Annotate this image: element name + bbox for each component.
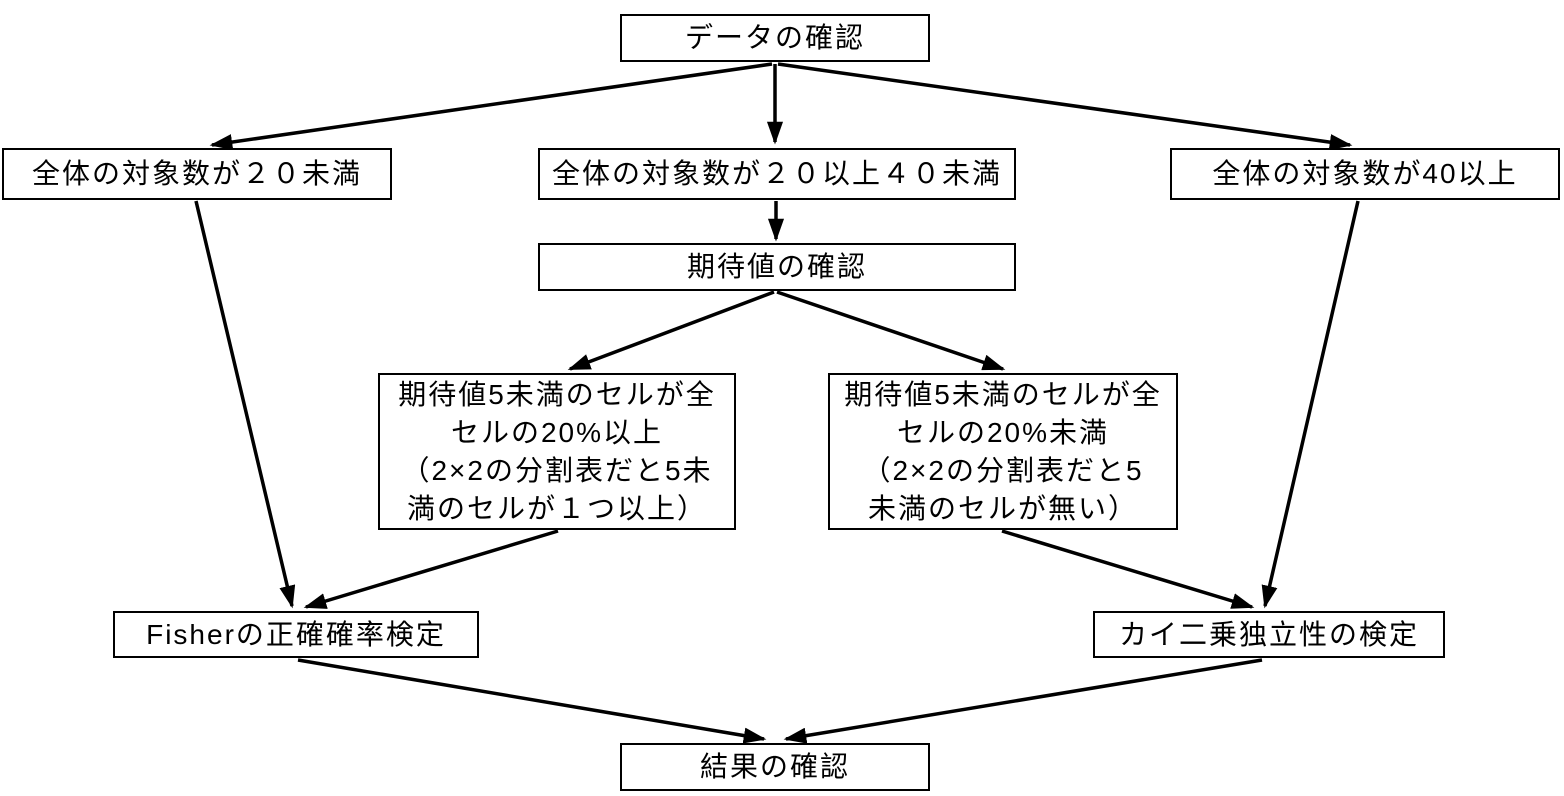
arrow-fisher-to-result <box>297 658 767 744</box>
node-fisher-test: Fisherの正確確率検定 <box>113 611 479 658</box>
arrow-data-check-to-total-lt-20 <box>209 62 773 151</box>
node-expected-check-label: 期待値の確認 <box>686 251 867 282</box>
arrow-expected-check-to-ge-20pct <box>567 290 775 371</box>
node-expected-ge-20pct-label: 期待値5未満のセルが全 セルの20%以上 （2×2の分割表だと5未 満のセルが１… <box>398 378 716 524</box>
node-total-ge-40-label: 全体の対象数が40以上 <box>1212 158 1518 189</box>
node-fisher-test-label: Fisherの正確確率検定 <box>146 618 446 650</box>
node-total-20-to-40-label: 全体の対象数が２０以上４０未満 <box>551 158 1002 189</box>
node-result-check: 結果の確認 <box>620 743 930 791</box>
node-data-check-label: データの確認 <box>684 22 865 53</box>
arrow-total-ge-40-to-chi-square <box>1261 200 1360 609</box>
node-expected-lt-20pct: 期待値5未満のセルが全 セルの20%未満 （2×2の分割表だと5 未満のセルが無… <box>828 373 1178 530</box>
node-expected-check: 期待値の確認 <box>538 243 1016 291</box>
arrow-ge-20pct-to-fisher <box>303 529 559 609</box>
node-chi-square-test-label: カイ二乗独立性の検定 <box>1118 618 1419 650</box>
node-total-lt-20: 全体の対象数が２０未満 <box>2 148 392 200</box>
arrow-expected-check-to-lt-20pct <box>776 290 1006 371</box>
node-expected-ge-20pct: 期待値5未満のセルが全 セルの20%以上 （2×2の分割表だと5未 満のセルが１… <box>378 373 736 530</box>
node-expected-lt-20pct-label: 期待値5未満のセルが全 セルの20%未満 （2×2の分割表だと5 未満のセルが無… <box>844 378 1162 524</box>
node-data-check: データの確認 <box>620 14 930 62</box>
arrow-data-check-to-total-ge-40 <box>777 62 1353 151</box>
node-chi-square-test: カイ二乗独立性の検定 <box>1093 611 1445 658</box>
node-total-ge-40: 全体の対象数が40以上 <box>1170 148 1560 200</box>
node-total-20-to-40: 全体の対象数が２０以上４０未満 <box>538 148 1016 200</box>
node-total-lt-20-label: 全体の対象数が２０未満 <box>31 158 362 189</box>
arrow-chi-square-to-result <box>783 658 1263 744</box>
node-result-check-label: 結果の確認 <box>699 751 850 782</box>
arrow-total-lt-20-to-fisher <box>194 200 296 609</box>
arrow-lt-20pct-to-chi-square <box>1001 529 1255 609</box>
